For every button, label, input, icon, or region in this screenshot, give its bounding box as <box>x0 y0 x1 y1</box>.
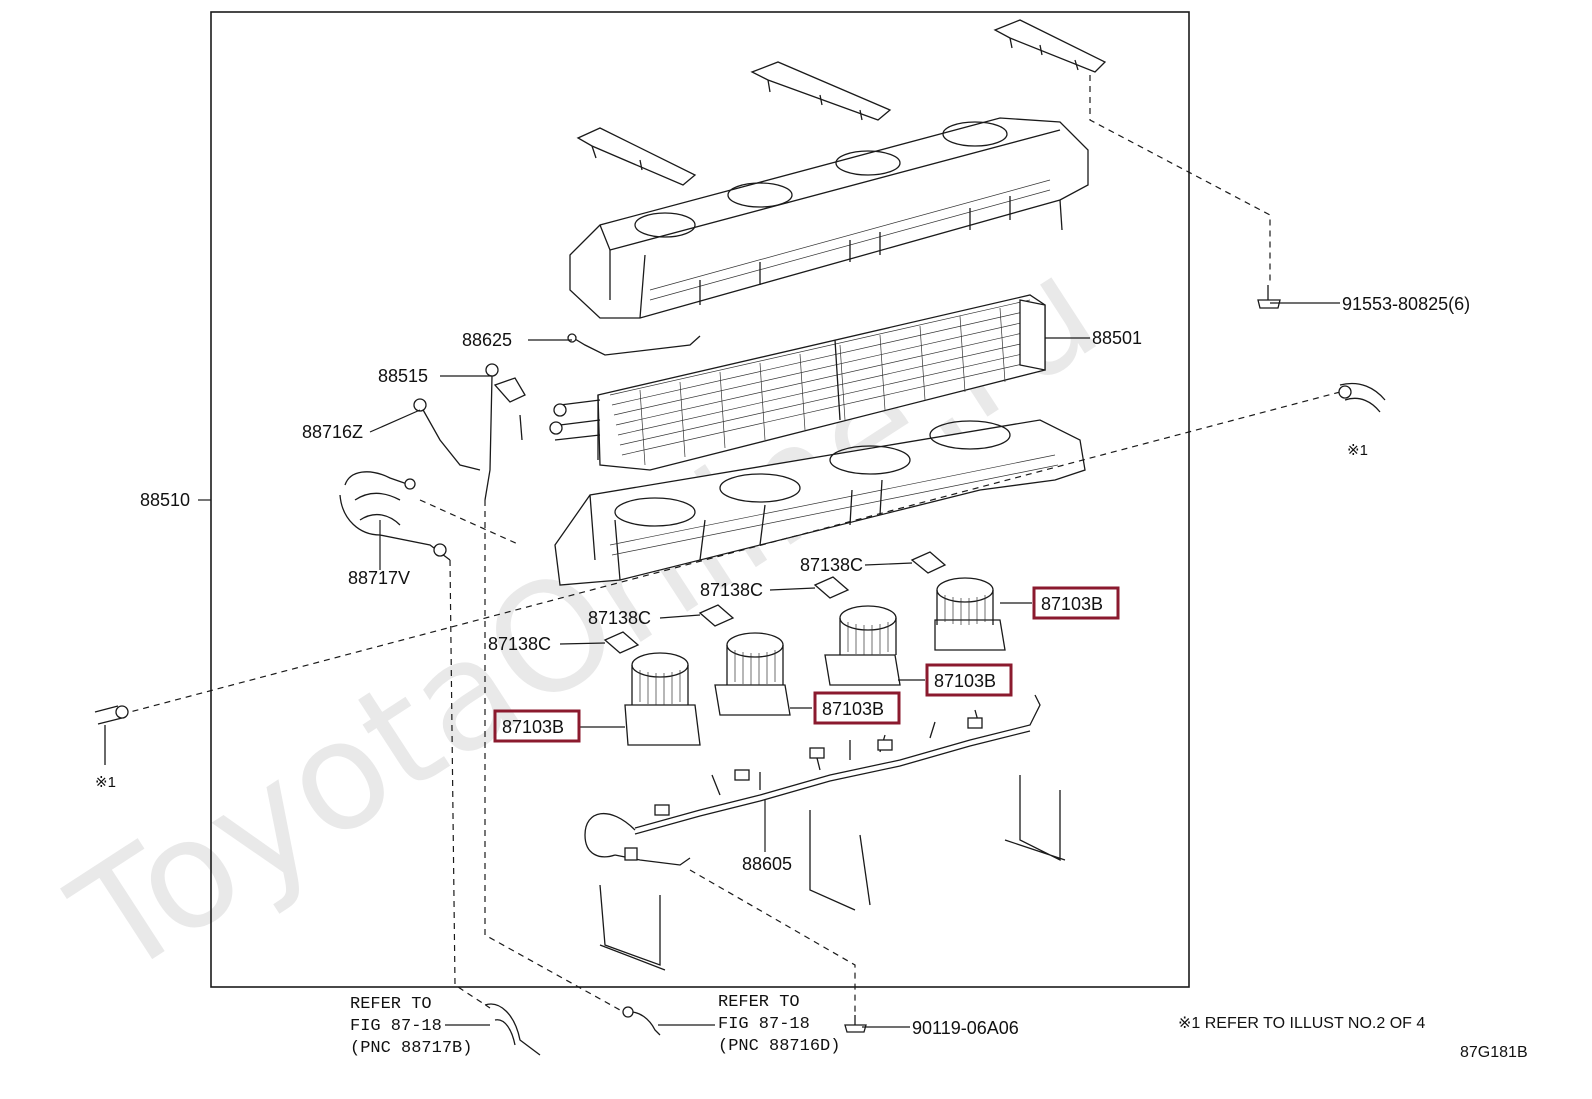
refer-left-line3: (PNC 88717B) <box>350 1039 472 1058</box>
bolt-91553 <box>1257 285 1281 309</box>
label-88501[interactable]: 88501 <box>1092 328 1142 348</box>
hose-stubs <box>94 382 1386 1056</box>
refer-note-left: REFER TO FIG 87-18 (PNC 88717B) <box>350 995 472 1058</box>
highlight-box-1 <box>1032 586 1120 620</box>
refer-left-line1: REFER TO <box>350 995 432 1014</box>
upper-case <box>569 117 1089 319</box>
label-88515[interactable]: 88515 <box>378 366 428 386</box>
label-88605[interactable]: 88605 <box>742 854 792 874</box>
upper-brackets <box>576 19 1107 186</box>
refer-right-line2: FIG 87-18 <box>718 1015 810 1034</box>
thermistor <box>567 333 701 356</box>
label-87103b-3[interactable]: 87103B <box>822 699 884 719</box>
bolt-90119 <box>844 1015 867 1033</box>
refer-right-line3: (PNC 88716D) <box>718 1037 840 1056</box>
expansion-valve <box>413 363 526 501</box>
label-91553[interactable]: 91553-80825(6) <box>1342 294 1470 314</box>
label-87138c-2[interactable]: 87138C <box>700 580 763 600</box>
refer-note-right: REFER TO FIG 87-18 (PNC 88716D) <box>718 993 840 1056</box>
label-88625[interactable]: 88625 <box>462 330 512 350</box>
refer-right-line1: REFER TO <box>718 993 800 1012</box>
marker-right: ※1 <box>1347 442 1368 459</box>
part-labels: 91553-80825(6) 88501 88625 88515 88716Z … <box>140 294 1470 1038</box>
diagram-code: 87G181B <box>1460 1044 1528 1061</box>
lower-brackets <box>599 775 1066 971</box>
lower-case <box>554 419 1086 586</box>
clips <box>603 551 947 654</box>
footnote: ※1 REFER TO ILLUST NO.2 OF 4 <box>1178 1015 1425 1032</box>
blower-motors <box>624 577 1006 746</box>
highlighted-labels: 87103B 87103B 87103B 87103B <box>493 586 1120 743</box>
wire-harness <box>584 694 1041 866</box>
highlight-box-2 <box>925 663 1013 697</box>
label-88717v[interactable]: 88717V <box>348 568 410 588</box>
refer-left-line2: FIG 87-18 <box>350 1017 442 1036</box>
label-87103b-1[interactable]: 87103B <box>1041 594 1103 614</box>
label-90119[interactable]: 90119-06A06 <box>912 1018 1019 1038</box>
marker-left: ※1 <box>95 774 116 791</box>
label-87138c-3[interactable]: 87138C <box>588 608 651 628</box>
evaporator-core <box>549 294 1046 471</box>
label-87138c-1[interactable]: 87138C <box>800 555 863 575</box>
label-88510[interactable]: 88510 <box>140 490 190 510</box>
leader-lines <box>198 302 1340 1028</box>
dashed-lines <box>129 75 1341 1015</box>
label-88716z[interactable]: 88716Z <box>302 422 363 442</box>
label-87138c-4[interactable]: 87138C <box>488 634 551 654</box>
highlight-box-3 <box>813 691 901 725</box>
label-87103b-2[interactable]: 87103B <box>934 671 996 691</box>
drain-hose <box>339 471 451 561</box>
label-87103b-4[interactable]: 87103B <box>502 717 564 737</box>
highlight-box-4 <box>493 709 581 743</box>
